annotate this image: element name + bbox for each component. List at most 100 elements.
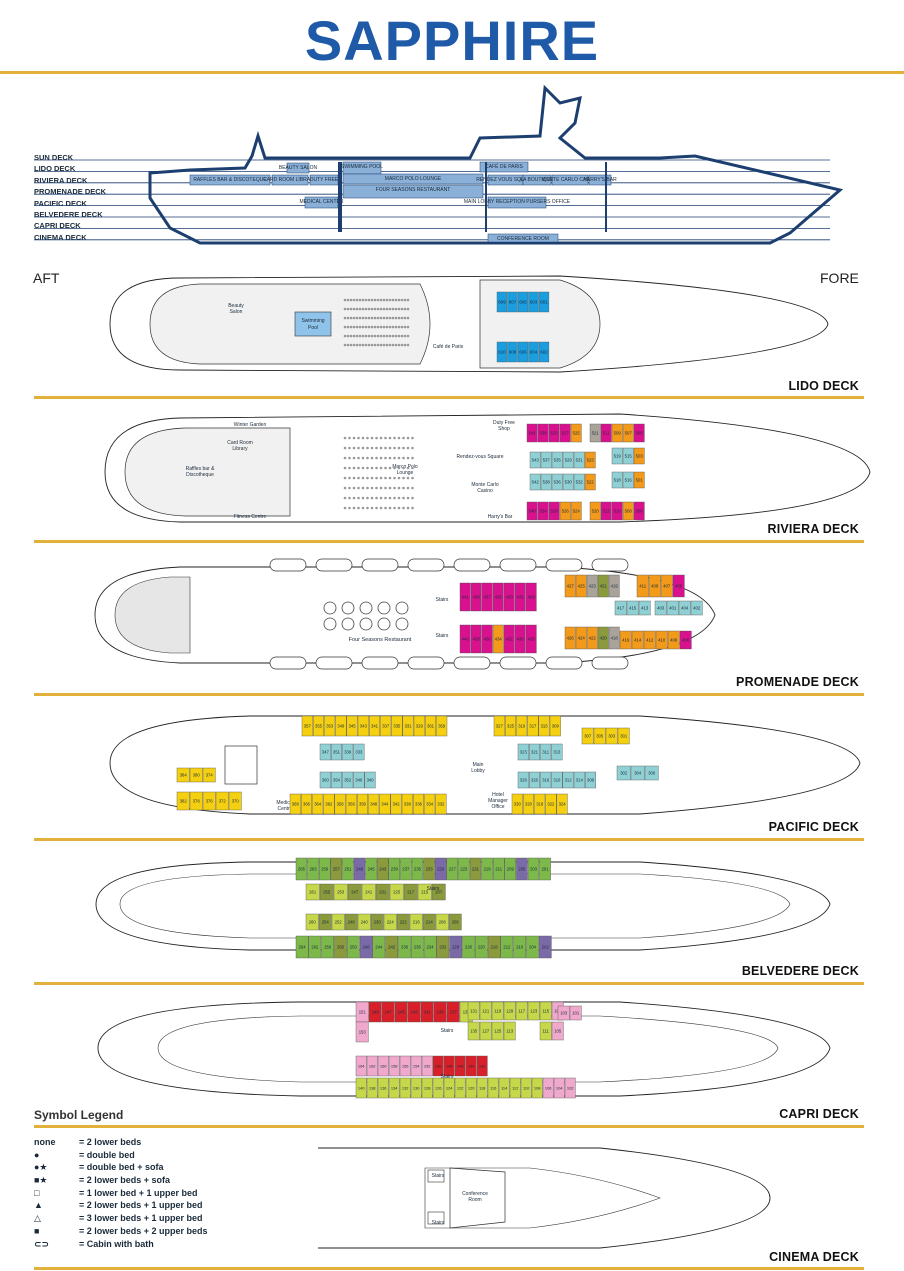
winter-garden-label: Winter Garden [234,422,267,428]
cabin [479,1001,492,1021]
cabin [608,626,620,650]
seat [393,506,396,510]
cabin-number: 603 [530,300,538,305]
seat [348,436,351,440]
cabin [413,715,425,737]
cabin [622,447,634,465]
cabin-number: 424 [578,635,586,640]
cabin [503,624,515,654]
cabin-number: 321 [531,749,539,754]
profile-marcopolo-label: MARCO POLO LOUNGE [385,176,442,182]
cabin-number: 608 [509,350,517,355]
cabin [446,1001,460,1023]
cabin-number: 512 [603,508,611,513]
cabin [342,771,354,789]
seat [406,456,410,460]
seat [361,486,365,490]
cabin [470,582,482,612]
cabin-number: 510 [614,508,622,513]
cabin [481,624,493,654]
profile-boutique-label: LA BOUTIQUE [520,177,554,183]
cabin [679,630,692,650]
cabin [672,574,685,598]
cabin-number: 128 [424,1085,431,1090]
cabin-number: 137 [450,1009,458,1014]
cabin [443,1077,455,1099]
cabin-number: 349 [337,723,345,728]
cabin [446,857,458,881]
lifeboat [315,558,353,572]
capri-inner [157,1015,779,1083]
seat [361,316,365,320]
seat [397,486,401,490]
seat [355,298,359,302]
seat [411,496,414,500]
seat [352,334,356,338]
cabin-number: 522 [587,479,595,484]
cabin [390,793,402,815]
cabin-number: 205 [518,866,526,871]
cabin [517,291,529,313]
cabin-number: 238 [401,944,409,949]
cabin-number: 131 [470,1008,478,1013]
table [359,601,373,615]
cabin-number: 228 [452,944,460,949]
cabin [353,743,365,761]
legend-text: = 2 lower beds + 2 upper beds [79,1225,208,1236]
seat [357,506,360,510]
seat [411,436,414,440]
cabin [422,913,436,931]
cabin-number: 431 [517,594,525,599]
cabin [305,913,319,931]
cabin [410,1055,422,1077]
cabin-number: 411 [639,583,646,588]
cabin [431,883,446,901]
seat [376,325,380,329]
cabin-number: 509 [614,430,622,435]
cabin-number: 203 [530,866,538,871]
seat [379,476,383,480]
seat [393,476,396,480]
seat [379,325,383,329]
profile-stair [485,162,487,232]
raffles-label: Raffles bar & [186,466,215,472]
seat [355,343,359,347]
cabin [487,935,501,959]
cabin [400,857,412,881]
seat [403,316,407,320]
seat [397,343,401,347]
cabin-number: 534 [540,508,548,513]
cabin [498,1077,510,1099]
cabin-number: 229 [437,866,445,871]
cabin [379,793,391,815]
cabin [527,857,540,881]
table [359,617,373,631]
cabin [528,341,539,363]
seat [352,298,356,302]
legend-item: none= 2 lower beds [34,1136,208,1149]
cabin-number: 405 [675,583,683,588]
cabin-number: 426 [567,635,575,640]
cabin-number: 361 [427,723,435,728]
lifeboat [453,656,491,670]
seat [382,334,386,338]
seat [370,436,374,440]
beauty-label: Salon [230,309,243,315]
cabin [540,473,552,491]
seat [348,486,351,490]
seat [376,298,380,302]
cabin-number: 117 [518,1008,525,1013]
legend-text: = 1 lower bed + 1 upper bed [79,1187,198,1198]
cabin-number: 439 [473,594,481,599]
seat [375,436,378,440]
cabin-number: 527 [562,430,570,435]
seat [394,325,398,329]
cabin-number: 320 [525,801,533,806]
seat [406,316,410,320]
seat [373,316,377,320]
cabin [597,574,609,598]
cabin [202,791,216,811]
pool [294,311,332,337]
